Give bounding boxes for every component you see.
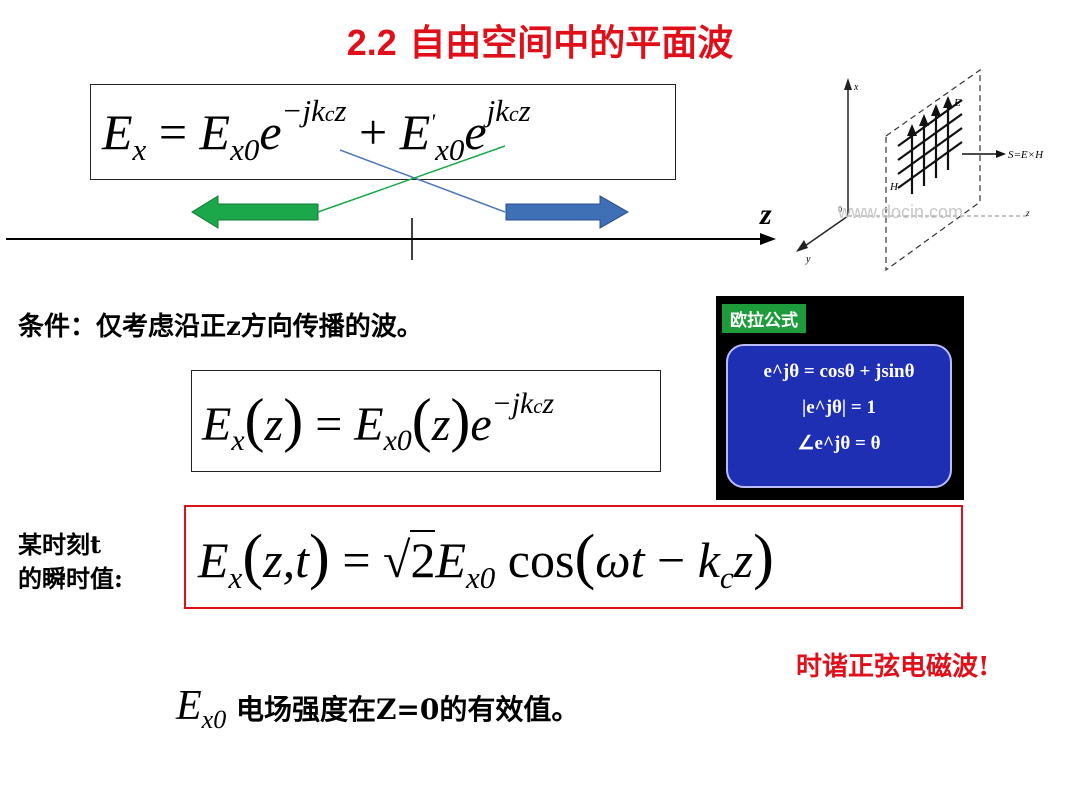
z-axis-label: z: [760, 198, 772, 231]
eq2-rhs-arg: z: [431, 398, 451, 451]
time-harmonic-note: 时谐正弦电磁波!: [796, 652, 990, 682]
wave-direction-diagram: [6, 145, 776, 260]
blue-cross-line: [339, 149, 506, 213]
eq3-equals: =: [329, 532, 384, 588]
eq2-equals: =: [303, 398, 355, 451]
eq1-term2-e: e: [464, 104, 487, 160]
green-cross-line: [317, 145, 506, 213]
e-field-arrows: [910, 102, 950, 194]
condition-text: 条件：仅考虑沿正z方向传播的波。: [18, 312, 423, 342]
equation-3-box: [184, 505, 963, 609]
eq1-term2-exp-z: z: [518, 93, 531, 129]
equation-2-box: [191, 370, 661, 472]
slide-title: 2.2 自由空间中的平面波: [0, 14, 1080, 66]
z-axis-arrowhead: [760, 233, 776, 245]
eq3-rhs-E: E: [435, 532, 467, 588]
eq3-sqrt-arg: 2: [410, 530, 436, 588]
diagram-y-axis: [801, 215, 849, 249]
footer-text: 电场强度在Z=0的有效值。: [226, 693, 580, 726]
eq1-equals: =: [146, 104, 200, 160]
eq3-arg-k-sub: c: [719, 559, 734, 595]
diagram-z-label: z: [1025, 208, 1030, 218]
watermark: www.docin.com: [837, 202, 963, 222]
eq2-rhs-sub: x0: [383, 424, 412, 458]
eq2-rhs-exp-z: z: [542, 387, 555, 421]
diagram-S-label: S=E×H: [1008, 149, 1044, 161]
eq3-rhs-sub: x0: [466, 559, 496, 595]
eq1-term1-exp-sub: c: [324, 102, 335, 127]
eq1-term1-e: e: [259, 104, 282, 160]
eq1-term2-exp-sub: c: [508, 102, 519, 127]
eq1-lhs-sub: x: [132, 131, 147, 167]
eq1-term1-exp: −jk: [281, 93, 325, 129]
eq3-lhs-E: E: [198, 532, 229, 588]
euler-formula-box: e^jθ = cosθ + jsinθ |e^jθ| = 1 ∠e^jθ = θ: [726, 344, 952, 488]
equation-1: Ex = Ex0e−jkcz + E'x0ejkcz: [102, 92, 531, 182]
instant-label-line-1: 某时刻t: [18, 530, 102, 559]
diagram-y-label: y: [805, 254, 811, 265]
eq2-rhs-E: E: [354, 398, 384, 451]
title-text: 自由空间中的平面波: [409, 23, 734, 64]
eq3-arg-k: k: [697, 532, 720, 588]
diagram-H-label: H: [889, 181, 899, 193]
eq3-lhs-arg: z,t: [263, 532, 309, 588]
eq2-lhs-E: E: [202, 398, 232, 451]
h-field-lines: [897, 99, 963, 189]
eq1-plus: +: [346, 104, 400, 160]
euler-panel: 欧拉公式 e^jθ = cosθ + jsinθ |e^jθ| = 1 ∠e^j…: [716, 296, 964, 500]
diagram-origin-label: 0: [838, 205, 842, 214]
eq2-rhs-e: e: [470, 398, 492, 451]
diagram-y-arrow: [796, 240, 808, 252]
instant-value-label: 某时刻t 的瞬时值:: [18, 528, 123, 596]
eq2-rhs-exp: −jk: [491, 387, 534, 421]
euler-line-3: ∠e^jθ = θ: [797, 433, 881, 454]
equation-3: Ex(z,t) = √2Ex0 cos(ωt − kcz): [198, 521, 774, 595]
eq2-lhs-sub: x: [231, 424, 245, 458]
title-number: 2.2: [346, 22, 397, 63]
euler-tag: 欧拉公式: [722, 304, 806, 333]
eq1-term1-exp-z: z: [334, 93, 347, 129]
eq1-term1-sub: x0: [230, 131, 260, 167]
footer-E: E: [176, 683, 202, 729]
eq3-lhs-sub: x: [228, 559, 243, 595]
eq1-lhs-E: E: [102, 104, 133, 160]
euler-line-1: e^jθ = cosθ + jsinθ: [763, 361, 915, 382]
instant-label-line-2: 的瞬时值:: [18, 564, 123, 593]
eq1-term2-E: E: [399, 104, 431, 160]
eq2-lhs-arg: z: [264, 398, 284, 451]
e-field-arrowheads: [907, 96, 953, 136]
s-vector-arrowhead: [996, 150, 1006, 158]
footer-line: Ex0 电场强度在Z=0的有效值。: [176, 682, 580, 734]
diagram-E-label: E: [953, 97, 961, 109]
euler-line-2: |e^jθ| = 1: [802, 397, 876, 418]
diagram-x-label: x: [853, 82, 859, 93]
blue-right-arrow: [505, 195, 630, 229]
eq2-rhs-exp-sub: c: [533, 394, 543, 419]
diagram-x-arrow: [844, 78, 852, 90]
eq3-arg-omega-t: ωt: [595, 532, 645, 588]
eq1-term1-E: E: [199, 104, 231, 160]
eq3-minus: −: [644, 532, 698, 588]
green-left-arrow: [191, 195, 319, 229]
eq1-term2-exp: jk: [486, 93, 509, 129]
eq1-term2-prime: ': [430, 108, 436, 134]
wave-plane: [885, 68, 981, 272]
eq3-cos: cos: [507, 532, 575, 588]
plane-wave-3d-diagram: x y 0 z E H S=E×H www.docin.com: [796, 68, 1044, 272]
eq3-arg-z: z: [733, 532, 754, 588]
equation-1-box: [90, 84, 676, 180]
equation-2: Ex(z) = Ex0(z)e−jkcz: [202, 387, 555, 458]
eq1-term2-sub: x0: [435, 131, 465, 167]
footer-E-sub: x0: [201, 705, 227, 735]
